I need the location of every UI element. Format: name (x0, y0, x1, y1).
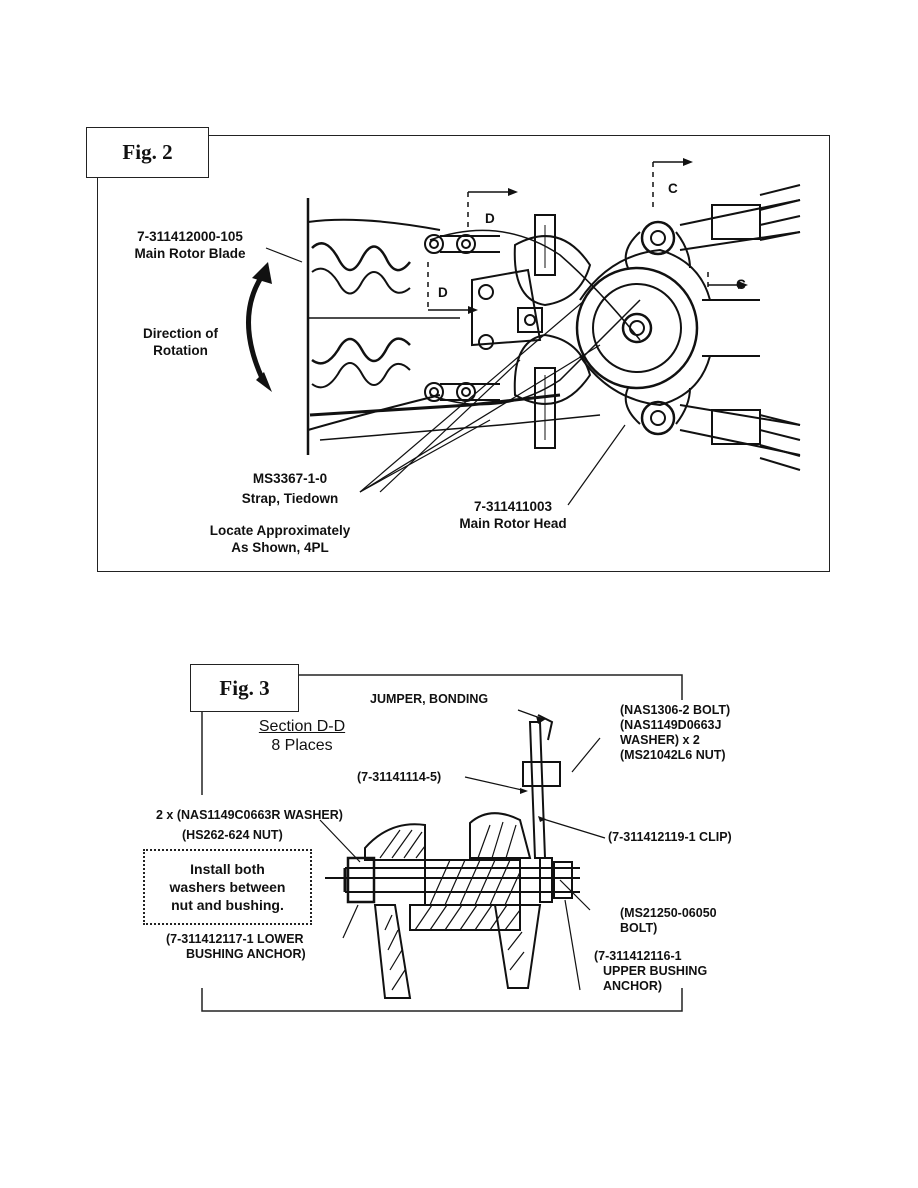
rotation-line1: Direction of (142, 326, 218, 341)
rotation-label: Direction of Rotation (118, 325, 243, 359)
blade-part-number: 7-311412000-105 (137, 229, 243, 244)
section-places: 8 Places (271, 737, 333, 754)
lower-line2: BUSHING ANCHOR) (186, 947, 306, 961)
rotation-line2: Rotation (153, 343, 208, 358)
bolt-line2: (NAS1149D0663J (620, 718, 722, 732)
bolt-stack-label: (NAS1306-2 BOLT) (NAS1149D0663J WASHER) … (620, 703, 730, 763)
strap-part-number: MS3367-1-0 (252, 471, 328, 486)
upper-line1: (7-311412116-1 (594, 949, 682, 963)
upper-bushing-label: (7-311412116-1 UPPER BUSHING ANCHOR) (594, 949, 707, 994)
part-5-label: (7-31141114-5) (357, 770, 442, 784)
install-note: Install both washers between nut and bus… (143, 849, 312, 925)
fig3-tag: Fig. 3 (190, 664, 299, 712)
upper-line2: UPPER BUSHING (603, 964, 708, 978)
lower-line1: (7-311412117-1 LOWER (166, 932, 304, 946)
fig3-tag-text: Fig. 3 (219, 675, 270, 700)
washer-2x-label: 2 x (NAS1149C0663R WASHER) (156, 808, 343, 822)
ms-bolt-label: (MS21250-06050 BOLT) (620, 906, 717, 936)
upper-line3: ANCHOR) (603, 979, 663, 993)
section-d-d-title: Section D-D 8 Places (232, 717, 372, 755)
fig2-tag: Fig. 2 (86, 127, 209, 178)
bolt-line4: (MS21042L6 NUT) (620, 748, 726, 762)
section-d-marker-top: D (485, 211, 495, 226)
section-c-marker-top: C (668, 181, 678, 196)
note-line2: washers between (169, 879, 286, 895)
hs-nut-label: (HS262-624 NUT) (182, 828, 283, 842)
section-d-marker-bottom: D (438, 285, 448, 300)
head-part-name: Main Rotor Head (459, 516, 567, 531)
fig2-frame (97, 135, 830, 572)
lower-bushing-label: (7-311412117-1 LOWER BUSHING ANCHOR) (166, 932, 306, 962)
fig2-tag-text: Fig. 2 (122, 140, 173, 164)
section-c-marker-right: C (736, 277, 746, 292)
clip-label: (7-311412119-1 CLIP) (608, 830, 732, 844)
locate-line1: Locate Approximately (209, 523, 351, 538)
blade-part-name: Main Rotor Blade (134, 246, 246, 261)
section-title: Section D-D (258, 718, 346, 735)
bolt-line1: (NAS1306-2 BOLT) (620, 703, 731, 717)
locate-line2: As Shown, 4PL (231, 540, 329, 555)
strap-part-name: Strap, Tiedown (241, 491, 339, 506)
note-line1: Install both (190, 861, 265, 877)
strap-label: MS3367-1-0 Strap, Tiedown (210, 470, 370, 507)
jumper-label: JUMPER, BONDING (370, 692, 489, 706)
locate-label: Locate Approximately As Shown, 4PL (180, 522, 380, 556)
note-line3: nut and bushing. (171, 897, 284, 913)
head-label: 7-311411003 Main Rotor Head (428, 498, 598, 532)
blade-part-label: 7-311412000-105 Main Rotor Blade (100, 228, 280, 262)
bolt-line3: WASHER) x 2 (620, 733, 700, 747)
ms-bolt-line1: (MS21250-06050 (620, 906, 717, 920)
ms-bolt-line2: BOLT) (620, 921, 658, 935)
head-part-number: 7-311411003 (473, 499, 553, 514)
